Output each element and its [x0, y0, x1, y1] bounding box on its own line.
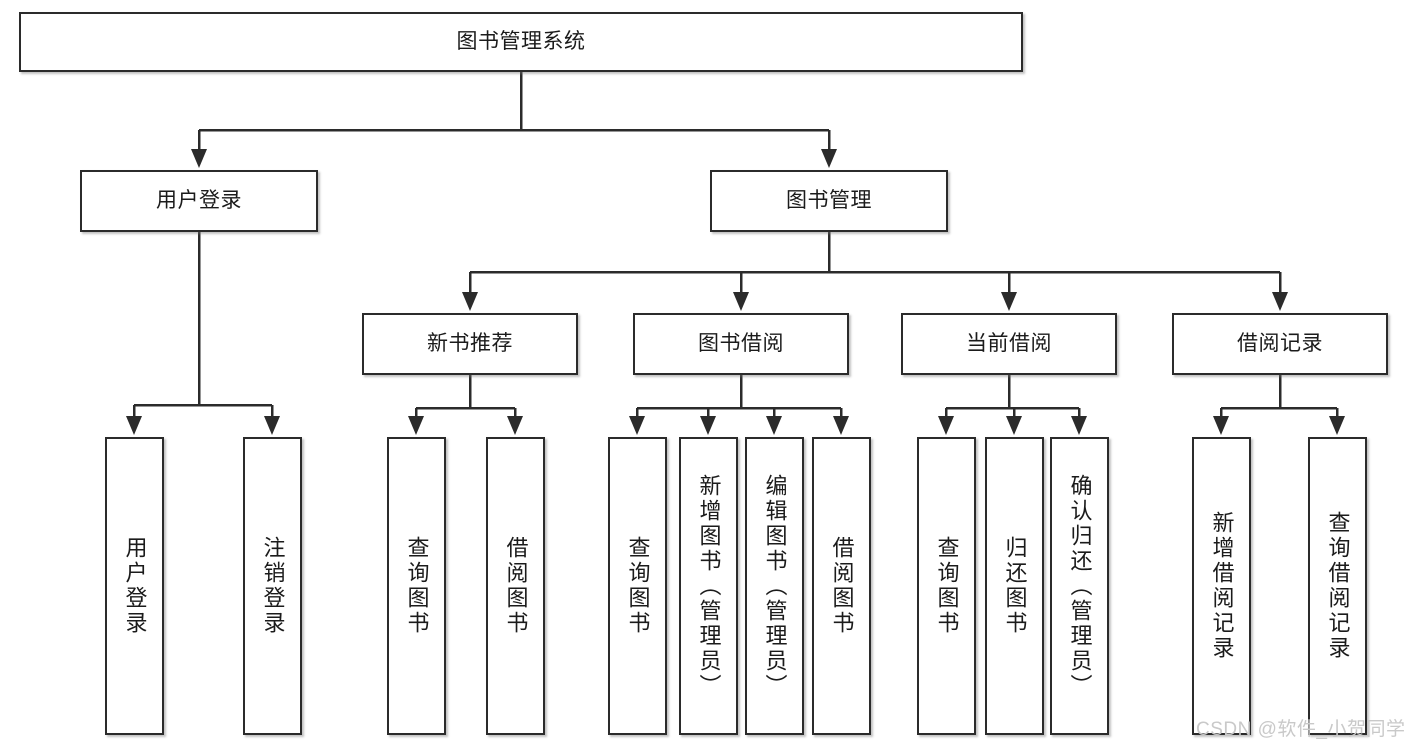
node-label: 查询借阅记录: [1325, 511, 1351, 661]
node-label: 注销登录: [260, 536, 286, 636]
node-level3-3[interactable]: 借阅记录: [1172, 313, 1388, 375]
connector-book-manage-to-level3: [462, 232, 1288, 311]
connector-record-to-leaves: [1213, 375, 1345, 435]
connector-newbook-to-leaves: [408, 375, 523, 435]
connector-root-to-level2: [191, 72, 837, 168]
node-leaf-2[interactable]: 查询图书: [387, 437, 446, 735]
node-label: 新增借阅记录: [1209, 511, 1235, 661]
node-leaf-3[interactable]: 借阅图书: [486, 437, 545, 735]
node-label: 图书管理: [786, 188, 872, 212]
node-label: 用户登录: [156, 188, 242, 212]
node-label: 图书借阅: [698, 331, 784, 355]
node-leaf-10[interactable]: 确认归还（管理员）: [1050, 437, 1109, 735]
node-label: 新增图书（管理员）: [696, 473, 722, 699]
node-label: 确认归还（管理员）: [1067, 473, 1093, 699]
node-label: 用户登录: [122, 536, 148, 636]
node-label: 当前借阅: [966, 331, 1052, 355]
node-leaf-9[interactable]: 归还图书: [985, 437, 1044, 735]
node-leaf-12[interactable]: 查询借阅记录: [1308, 437, 1367, 735]
node-label: 图书管理系统: [456, 29, 586, 53]
node-leaf-4[interactable]: 查询图书: [608, 437, 667, 735]
node-label: 查询图书: [625, 536, 651, 636]
node-level3-0[interactable]: 新书推荐: [362, 313, 578, 375]
node-level3-2[interactable]: 当前借阅: [901, 313, 1117, 375]
node-leaf-0[interactable]: 用户登录: [105, 437, 164, 735]
node-leaf-11[interactable]: 新增借阅记录: [1192, 437, 1251, 735]
connector-borrow-to-leaves: [629, 375, 849, 435]
connector-current-to-leaves: [938, 375, 1087, 435]
node-label: 查询图书: [934, 536, 960, 636]
node-level3-1[interactable]: 图书借阅: [633, 313, 849, 375]
node-leaf-6[interactable]: 编辑图书（管理员）: [745, 437, 804, 735]
node-label: 归还图书: [1002, 536, 1028, 636]
watermark-text: CSDN @软件_小贺同学: [1196, 719, 1405, 740]
node-label: 借阅图书: [503, 536, 529, 636]
node-leaf-8[interactable]: 查询图书: [917, 437, 976, 735]
node-level2-0[interactable]: 用户登录: [80, 170, 318, 232]
node-root-0[interactable]: 图书管理系统: [19, 12, 1023, 72]
node-label: 查询图书: [404, 536, 430, 636]
node-label: 借阅图书: [829, 536, 855, 636]
node-level2-1[interactable]: 图书管理: [710, 170, 948, 232]
node-label: 编辑图书（管理员）: [762, 473, 788, 699]
connector-user-login-to-leaves: [126, 232, 280, 435]
node-leaf-1[interactable]: 注销登录: [243, 437, 302, 735]
node-leaf-5[interactable]: 新增图书（管理员）: [679, 437, 738, 735]
node-leaf-7[interactable]: 借阅图书: [812, 437, 871, 735]
node-label: 新书推荐: [427, 331, 513, 355]
node-label: 借阅记录: [1237, 331, 1323, 355]
